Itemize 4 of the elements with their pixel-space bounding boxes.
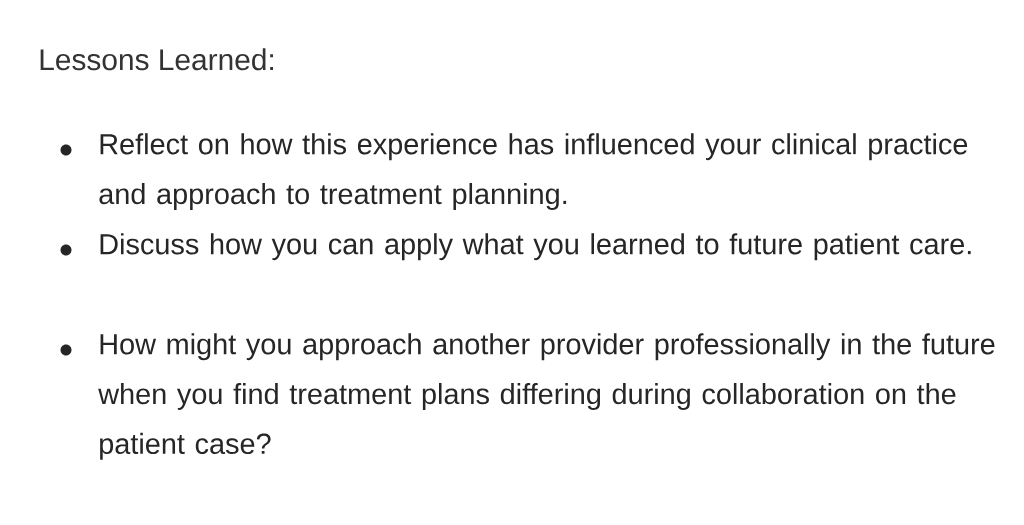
heading: Lessons Learned: [40, 48, 273, 71]
list-item: Discuss how you can apply what you learned to future patient care. [100, 233, 971, 261]
list-item: How might you approach another provider professionally in the future when you find treatment plans differing during collaboration on the patient case? [98, 333, 995, 460]
list-item: Reflect on how this experience has influenced your clinical practice and approach to treatment planning. [99, 133, 968, 210]
